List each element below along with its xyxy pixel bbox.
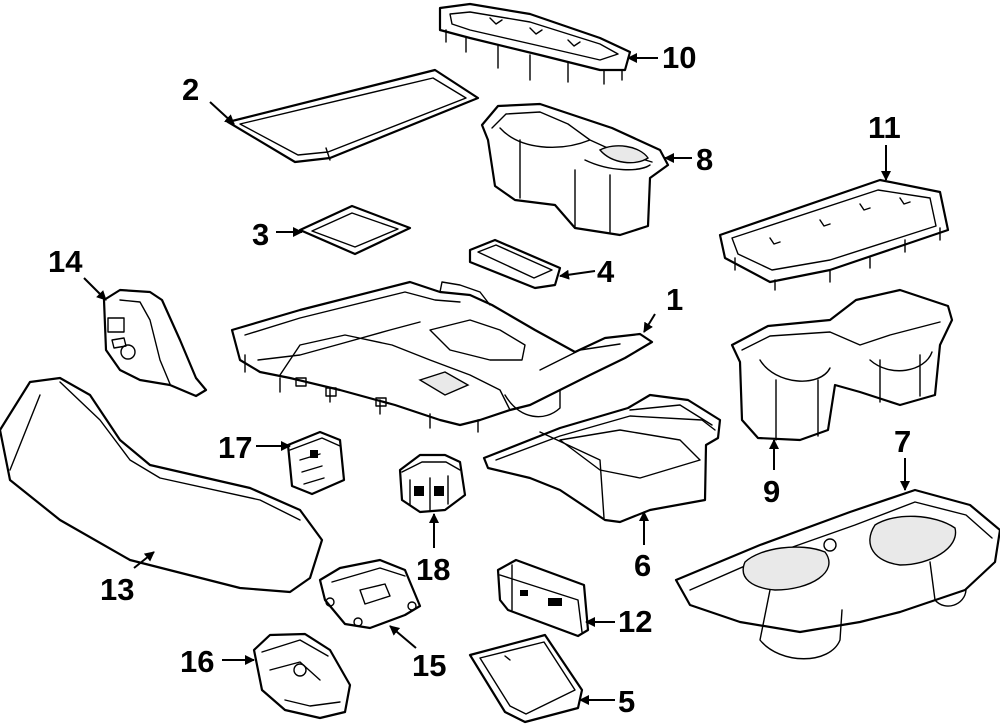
leader-14: [83, 277, 107, 301]
part-8-cupholder-insert: [480, 102, 670, 237]
part-12-bracket: [496, 558, 590, 638]
callout-6: 6: [634, 548, 651, 583]
callout-7: 7: [894, 424, 911, 459]
part-10-cupholder-bezel: [438, 2, 632, 85]
part-2-tray-mat: [226, 68, 480, 164]
callout-9: 9: [763, 474, 780, 509]
part-14-bracket: [102, 288, 208, 398]
part-9-cupholder-insert: [730, 288, 954, 442]
part-11-bezel: [718, 178, 950, 291]
callout-5: 5: [618, 684, 635, 719]
callout-3: 3: [252, 217, 269, 252]
callout-2: 2: [182, 72, 199, 107]
part-15-module: [318, 558, 422, 630]
part-1-console-base: [230, 280, 654, 433]
callout-4: 4: [597, 254, 615, 289]
part-7-trim-plate: [674, 488, 1000, 660]
leader-1: [643, 313, 656, 333]
part-17-switch: [286, 430, 346, 496]
callout-12: 12: [618, 604, 652, 639]
callout-labels: 1 2 3 4 5 6 7 8 9 10 11 12 13 14 15 16 1…: [48, 40, 911, 719]
callout-8: 8: [696, 142, 713, 177]
callout-1: 1: [666, 282, 683, 317]
callout-15: 15: [412, 648, 446, 683]
callout-11: 11: [868, 110, 901, 145]
leader-4: [559, 269, 596, 280]
callout-14: 14: [48, 244, 83, 279]
part-16-module: [252, 632, 352, 720]
part-6-storage-bin: [482, 393, 722, 524]
part-13-armrest-pad: [0, 376, 324, 594]
part-18-switch: [398, 453, 467, 514]
callout-17: 17: [218, 430, 252, 465]
leader-15: [389, 625, 417, 649]
callout-13: 13: [100, 572, 134, 607]
leader-lines: [83, 53, 910, 705]
leader-2: [209, 101, 235, 125]
callout-10: 10: [662, 40, 696, 75]
part-5-cover-plate: [468, 633, 584, 724]
callout-18: 18: [416, 552, 450, 587]
callout-16: 16: [180, 644, 214, 679]
part-4-pad: [468, 238, 562, 290]
leader-13: [133, 551, 155, 569]
part-3-small-mat: [298, 204, 412, 256]
